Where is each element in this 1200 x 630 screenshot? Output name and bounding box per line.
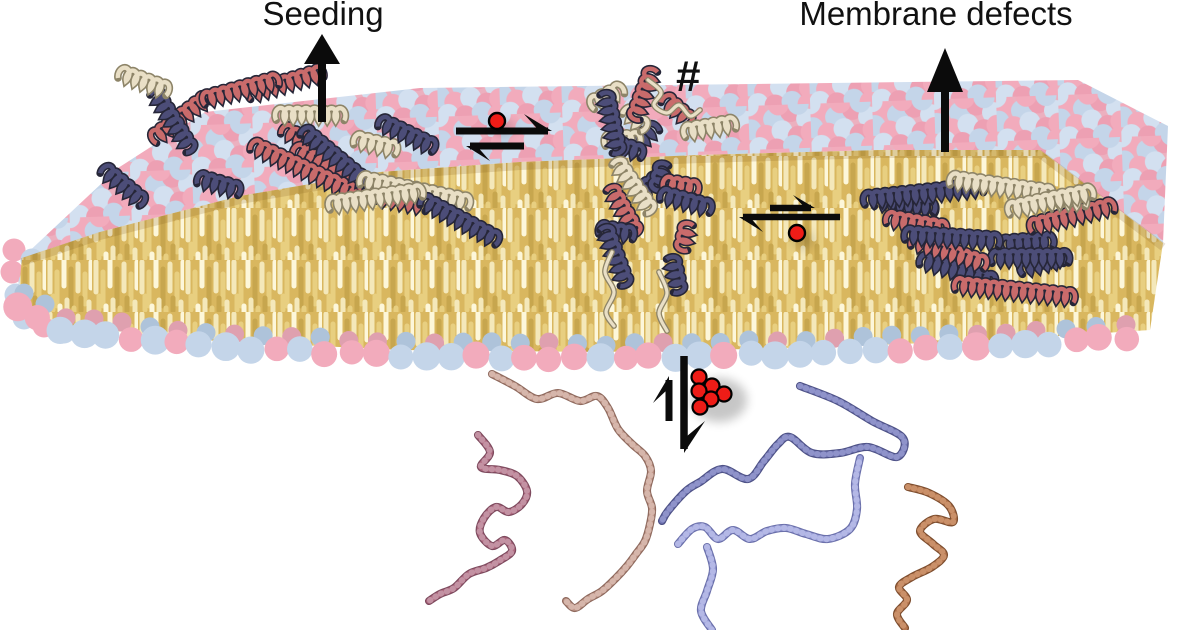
chain-monomer-brown <box>892 482 959 630</box>
red-lipid-dots <box>487 111 814 422</box>
chain-monomer-lightblue-2 <box>696 542 718 630</box>
chain-monomer-darkblue <box>657 381 909 526</box>
label-membrane-defects: Membrane defects <box>799 0 1073 32</box>
chain-monomer-rose <box>424 430 532 606</box>
label-seeding: Seeding <box>262 0 384 32</box>
red-dot <box>487 111 507 131</box>
eq-interior-back <box>739 213 840 232</box>
chain-cream-loop-2 <box>602 249 617 329</box>
label-aggregate-hash: # <box>676 52 701 101</box>
seeding-up-arrow <box>304 34 340 122</box>
eq-release-up <box>653 376 673 421</box>
red-dot-cluster-member <box>691 398 709 416</box>
chain-monomer-lightblue <box>673 453 865 549</box>
eq-interior-forward <box>770 195 815 212</box>
eq-release-down <box>680 356 705 453</box>
protein-aggregates <box>96 62 1119 309</box>
red-dot-cluster-member <box>690 368 708 386</box>
membrane-front-edge-shade <box>20 150 1166 266</box>
chain-cream-loop-1 <box>645 77 703 119</box>
red-dot <box>787 223 807 243</box>
eq-surface-back <box>466 142 524 161</box>
membrane-defects-up-arrow <box>927 48 963 152</box>
membrane-bottom-heads <box>3 283 1140 373</box>
chain-cream-loop-3 <box>656 269 670 334</box>
chain-monomer-tan <box>487 369 657 613</box>
